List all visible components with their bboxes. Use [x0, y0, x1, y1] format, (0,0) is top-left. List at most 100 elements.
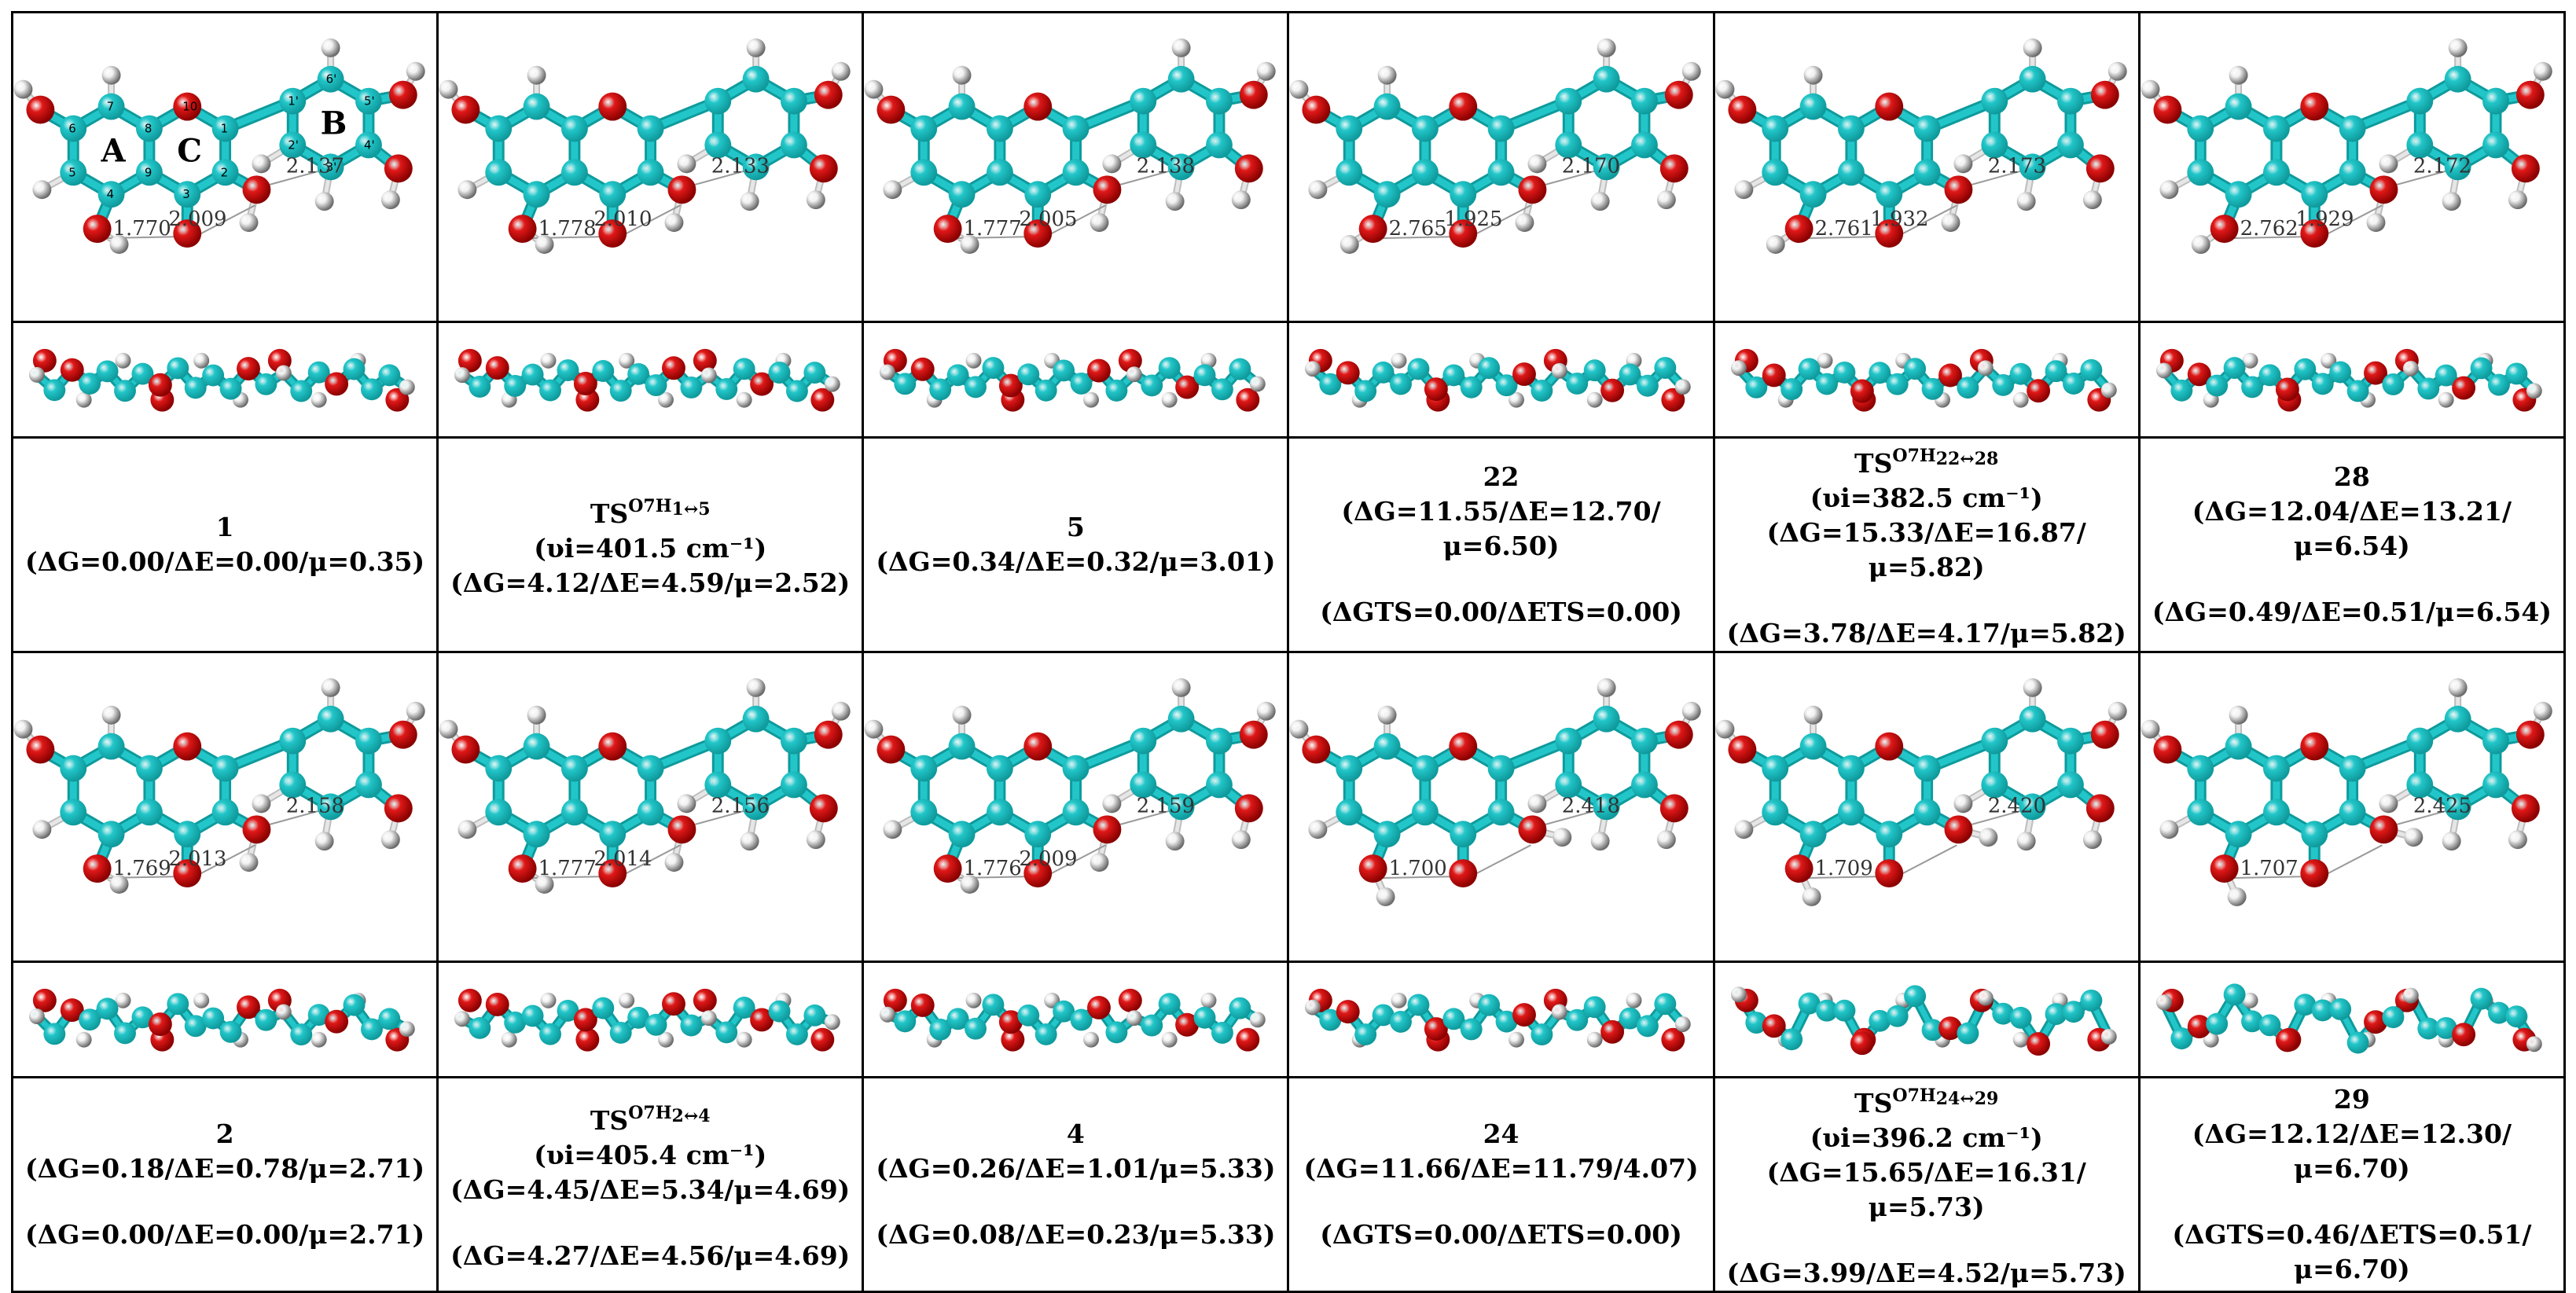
molecule-side-view: [1289, 323, 1712, 437]
carbon-atom-9: [599, 821, 626, 848]
atom-number-10: 1': [288, 94, 299, 108]
hydrogen-atom-24: [2404, 828, 2423, 847]
hydrogen-atom-17: [1715, 720, 1734, 739]
energy-line: (ΔGTS=0.46/ΔETS=0.51/μ=6.70): [2141, 1218, 2563, 1287]
carbon-atom-3: [949, 821, 976, 848]
oxygen-atom-26: [2516, 721, 2545, 749]
carbon-atom-10: [2445, 66, 2471, 93]
energy-line: (υi=401.5 cm⁻¹): [534, 531, 766, 566]
carbon-atom-3: [1374, 181, 1401, 208]
side-atom-23: [1957, 377, 1979, 399]
side-atom-24: [1977, 990, 1993, 1006]
transition-state-title: TSO7H1↔5: [590, 489, 711, 531]
carbon-atom-8: [1913, 159, 1940, 186]
distance-label-3: 2.170: [1562, 154, 1620, 178]
side-atom-10: [29, 1008, 45, 1024]
hydrogen-bond-1: [1468, 845, 1531, 878]
label-cell: 29(ΔG=12.12/ΔE=12.30/μ=6.70)(ΔGTS=0.46/Δ…: [2139, 1078, 2564, 1292]
side-atom-18: [167, 993, 189, 1015]
carbon-atom-7: [1913, 755, 1940, 782]
hydrogen-atom-30: [1103, 795, 1122, 814]
side-atom-22: [662, 992, 685, 1016]
hydrogen-atom-19: [2159, 180, 2178, 199]
hydrogen-atom-19: [32, 821, 51, 839]
carbon-atom-7: [2339, 116, 2365, 142]
carbon-atom-14: [1631, 132, 1658, 159]
carbon-atom-7: [1913, 116, 1940, 142]
oxygen-atom-20: [1784, 854, 1813, 883]
side-atom-23: [2382, 373, 2404, 395]
atom-number-9: 3: [182, 187, 190, 201]
side-atom-5: [1083, 391, 1099, 407]
energy-line: (ΔG=3.78/ΔE=4.17/μ=5.82): [1727, 616, 2126, 651]
carbon-atom-4: [1838, 799, 1865, 826]
energy-line: (υi=382.5 cm⁻¹): [1810, 481, 2043, 516]
hydrogen-atom-25: [1172, 678, 1191, 697]
hydrogen-atom-29: [1657, 190, 1676, 209]
side-atom-19: [1461, 1018, 1483, 1040]
side-atom-20: [202, 1007, 224, 1029]
side-atom-7: [311, 391, 327, 407]
side-atom-6: [693, 989, 717, 1012]
energy-line: (υi=405.4 cm⁻¹): [534, 1138, 766, 1173]
side-atom-30: [2080, 359, 2102, 381]
carbon-atom-5: [2263, 116, 2290, 142]
side-atom-10: [454, 1011, 470, 1027]
oxygen-atom-6: [598, 93, 627, 121]
side-atom-12: [486, 356, 509, 380]
carbon-atom-2: [1762, 799, 1788, 826]
side-atom-17: [1424, 377, 1448, 401]
side-atom-25: [1567, 1009, 1589, 1031]
side-atom-24: [701, 367, 717, 383]
oxygen-atom-20: [83, 215, 112, 243]
carbon-atom-11: [1981, 728, 2008, 755]
side-atom-5: [1083, 1032, 1099, 1048]
side-atom-25: [1141, 1015, 1163, 1037]
carbon-atom-4: [2263, 159, 2290, 186]
carbon-atom-0: [1374, 94, 1401, 120]
side-atom-28: [769, 362, 791, 384]
side-atom-14: [97, 360, 119, 382]
side-atom-10: [2156, 994, 2172, 1010]
ring-label-B: B: [321, 105, 347, 141]
side-atom-25: [290, 1023, 312, 1045]
side-atom-23: [681, 377, 703, 399]
distance-label-3: 2.138: [1137, 154, 1195, 178]
hydrogen-atom-30: [252, 795, 270, 814]
hydrogen-atom-25: [1172, 39, 1191, 57]
side-atom-28: [344, 994, 366, 1016]
carbon-atom-2: [2187, 159, 2214, 186]
side-atom-19: [1035, 380, 1057, 402]
carbon-atom-4: [2263, 799, 2290, 826]
carbon-atom-7: [1488, 116, 1515, 142]
energy-line: (ΔGTS=0.00/ΔETS=0.00): [1320, 1218, 1682, 1252]
side-view-cell: [1714, 321, 2139, 438]
oxygen-atom-6: [1450, 93, 1478, 121]
carbon-atom-11: [1981, 88, 2008, 115]
side-view-cell: [1288, 321, 1714, 438]
carbon-atom-5: [136, 755, 163, 782]
side-atom-28: [1194, 1007, 1216, 1029]
atom-number-5: 9: [145, 165, 153, 179]
oxygen-atom-6: [598, 733, 627, 761]
side-atom-1: [502, 1032, 517, 1048]
side-atom-24: [701, 1010, 717, 1026]
carbon-atom-0: [949, 94, 976, 120]
side-atom-26: [1584, 359, 1606, 381]
side-atom-2: [966, 353, 982, 369]
hydrogen-atom-19: [884, 180, 902, 199]
carbon-atom-15: [2482, 88, 2509, 115]
hydrogen-atom-30: [1103, 154, 1122, 173]
carbon-atom-7: [212, 755, 239, 782]
side-atom-14: [2223, 983, 2245, 1005]
side-atom-9: [811, 1028, 835, 1052]
carbon-atom-0: [524, 94, 550, 120]
carbon-atom-8: [1488, 799, 1515, 826]
carbon-atom-15: [1206, 88, 1233, 115]
hydrogen-atom-19: [458, 180, 477, 199]
